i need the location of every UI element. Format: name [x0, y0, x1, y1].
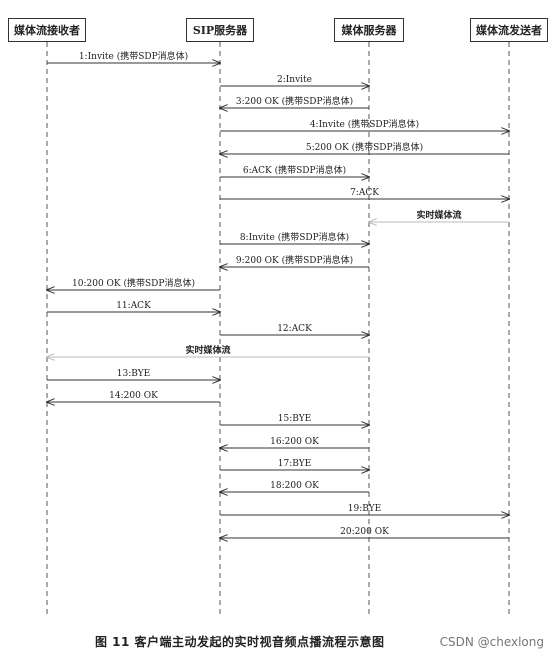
media-stream-label: 实时媒体流 [185, 344, 230, 356]
message-label: 13:BYE [117, 369, 150, 379]
message-label: 12:ACK [277, 324, 312, 334]
figure-caption: 图 11 客户端主动发起的实时视音频点播流程示意图 [95, 635, 385, 649]
message-label: 10:200 OK (携带SDP消息体) [72, 277, 195, 289]
message-label: 5:200 OK (携带SDP消息体) [306, 141, 423, 153]
participant-label: SIP服务器 [192, 24, 248, 37]
message-label: 18:200 OK [270, 481, 319, 491]
participant-media-server: 媒体服务器 [334, 18, 404, 42]
message-label: 20:200 OK [340, 527, 389, 537]
message-label: 17:BYE [278, 459, 311, 469]
message-label: 2:Invite [277, 75, 312, 85]
message-label: 8:Invite (携带SDP消息体) [240, 231, 349, 243]
message-label: 6:ACK (携带SDP消息体) [243, 164, 346, 176]
message-label: 19:BYE [348, 504, 381, 514]
message-label: 16:200 OK [270, 437, 319, 447]
participant-sender: 媒体流发送者 [470, 18, 548, 42]
message-label: 7:ACK [350, 188, 379, 198]
participant-label: 媒体流发送者 [476, 24, 542, 37]
message-label: 3:200 OK (携带SDP消息体) [236, 95, 353, 107]
message-label: 14:200 OK [109, 391, 158, 401]
participant-sip-server: SIP服务器 [186, 18, 254, 42]
watermark: CSDN @chexlong [439, 635, 544, 649]
participant-label: 媒体流接收者 [14, 24, 80, 37]
message-label: 9:200 OK (携带SDP消息体) [236, 254, 353, 266]
media-stream-label: 实时媒体流 [416, 209, 461, 221]
message-label: 1:Invite (携带SDP消息体) [79, 50, 188, 62]
participant-label: 媒体服务器 [341, 24, 397, 37]
message-label: 4:Invite (携带SDP消息体) [310, 118, 419, 130]
participant-receiver: 媒体流接收者 [8, 18, 86, 42]
message-label: 15:BYE [278, 414, 311, 424]
message-label: 11:ACK [116, 301, 151, 311]
